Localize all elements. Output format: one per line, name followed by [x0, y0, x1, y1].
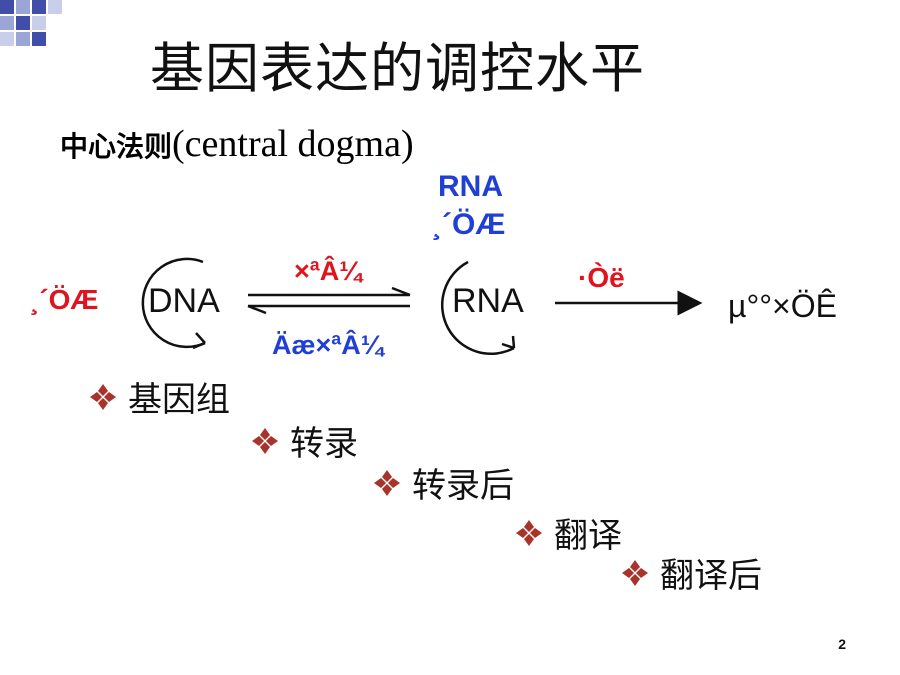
- diamond-bullet-icon: [90, 383, 116, 410]
- dna-replication-loop: [141, 257, 206, 350]
- slide-title: 基因表达的调控水平: [150, 37, 645, 100]
- level-item-translation: 翻译: [514, 508, 622, 557]
- translation-label: ·­Òë: [578, 262, 625, 293]
- level-label: 转录: [290, 424, 358, 464]
- diamond-bullet-icon: [374, 469, 400, 496]
- level-item-post-translation: 翻译后: [620, 548, 762, 597]
- rna-replication-label: ¸´ÖÆ: [432, 208, 506, 241]
- corner-decoration: [0, 0, 62, 46]
- level-label: 翻译: [554, 516, 622, 556]
- diamond-bullet-icon: [252, 427, 278, 454]
- transcription-label: ×ªÂ¼: [294, 256, 362, 286]
- diamond-bullet-icon: [622, 559, 648, 586]
- page-number: 2: [838, 636, 846, 652]
- rna-replication-loop: [441, 260, 516, 355]
- level-item-genome: 基因组: [88, 372, 230, 421]
- rna-label: RNA: [452, 282, 524, 320]
- protein-label: µ°°×ÖÊ: [728, 288, 837, 324]
- slide-subtitle: 中心法则(central dogma): [60, 122, 414, 166]
- level-item-post-transcription: 转录后: [372, 458, 514, 507]
- level-label: 转录后: [412, 466, 514, 506]
- reverse-transcription-label: Äæ×ªÂ¼: [272, 330, 384, 360]
- level-item-transcription: 转录: [250, 416, 358, 465]
- dna-label: DNA: [148, 282, 220, 320]
- subtitle-english: (central dogma): [172, 123, 414, 165]
- rna-top-label: RNA: [438, 170, 503, 203]
- level-label: 翻译后: [660, 556, 762, 596]
- dna-replication-label: ¸´ÖÆ: [30, 284, 99, 315]
- subtitle-chinese: 中心法则: [60, 130, 173, 163]
- reverse-transcription-arrow: [247, 304, 410, 315]
- transcription-arrow: [248, 286, 411, 297]
- level-label: 基因组: [128, 380, 230, 420]
- diamond-bullet-icon: [516, 519, 542, 546]
